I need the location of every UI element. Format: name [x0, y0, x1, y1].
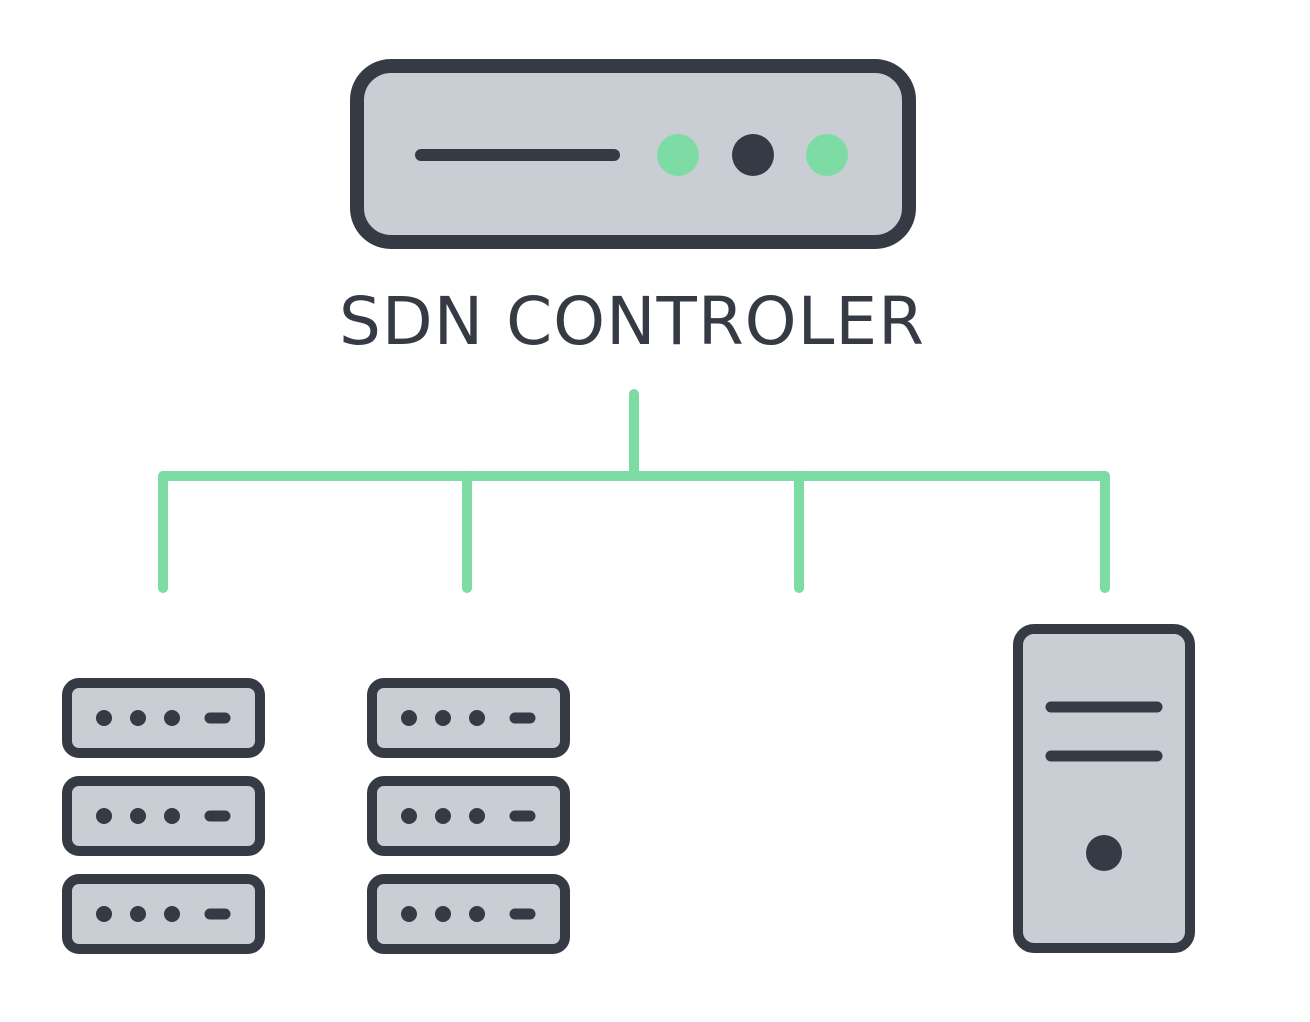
controller-led-green-2	[806, 134, 848, 176]
rack-unit	[62, 874, 265, 954]
rack-unit	[367, 678, 570, 758]
server-controller-icon	[350, 59, 916, 249]
tower-server-icon	[1013, 624, 1195, 953]
server-rack-icon	[367, 678, 570, 954]
controller-led-dark	[732, 134, 774, 176]
rack-unit	[62, 678, 265, 758]
tower-power-button	[1086, 835, 1122, 871]
server-rack-icon	[62, 678, 265, 954]
rack-unit	[367, 874, 570, 954]
controller-led-green-1	[657, 134, 699, 176]
controller-body	[350, 59, 916, 249]
rack-unit	[62, 776, 265, 856]
controller-label: SDN CONTROLER	[339, 283, 925, 360]
tower-body	[1013, 624, 1195, 953]
rack-unit	[367, 776, 570, 856]
connector-tree	[158, 389, 1110, 593]
